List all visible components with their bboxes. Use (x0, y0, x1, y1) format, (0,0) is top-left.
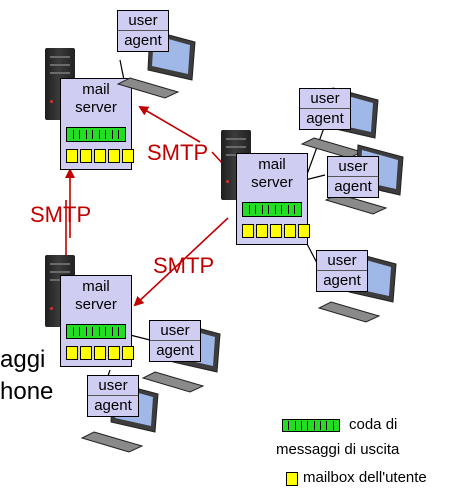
user-agent-line1: user (98, 377, 128, 394)
user-agent-line2: agent (328, 176, 378, 196)
side-text-fragment-2: hone (0, 378, 54, 405)
user-mailboxes (242, 224, 310, 238)
mail-server-1: mail server (60, 78, 134, 170)
user-agent: user agent (87, 375, 139, 417)
user-agent: user agent (149, 320, 201, 362)
user-agent: user agent (327, 156, 379, 198)
mail-server-label-line2: server (251, 174, 293, 191)
outgoing-queue (66, 324, 126, 339)
mail-server-label-line1: mail (82, 81, 110, 98)
smtp-arrow-2-to-3 (133, 217, 229, 307)
mail-server-3: mail server (60, 275, 134, 367)
legend-queue-text-line2: messaggi di uscita (276, 441, 400, 458)
user-agent-line1: user (128, 12, 158, 29)
smtp-label-top: SMTP (147, 140, 209, 165)
user-agent: user agent (299, 88, 351, 130)
user-agent: user agent (117, 10, 169, 52)
user-agent: user agent (316, 250, 368, 292)
mail-server-label-line1: mail (258, 156, 286, 173)
user-agent-line2: agent (118, 30, 168, 50)
side-text-fragment-1: aggi (0, 346, 46, 373)
smtp-label-middle: SMTP (153, 253, 215, 278)
user-agent-line2: agent (88, 395, 138, 415)
link-server2-ua2 (304, 174, 326, 181)
link-server3-ua1 (129, 334, 151, 341)
legend-mailbox-text: mailbox dell'utente (303, 469, 427, 486)
link-server2-ua1 (304, 124, 326, 181)
legend-mailbox-swatch (286, 472, 298, 486)
smtp-label-left: SMTP (30, 202, 92, 227)
user-agent-line1: user (310, 90, 340, 107)
user-agent-line2: agent (300, 108, 350, 128)
user-agent-line1: user (338, 158, 368, 175)
mail-server-label-line2: server (75, 296, 117, 313)
user-agent-line2: agent (317, 270, 367, 290)
user-agent-line1: user (160, 322, 190, 339)
user-agent-line2: agent (150, 340, 200, 360)
mail-server-label-line1: mail (82, 278, 110, 295)
outgoing-queue (66, 127, 126, 142)
outgoing-queue (242, 202, 302, 217)
user-mailboxes (66, 346, 134, 360)
user-agent-line1: user (327, 252, 357, 269)
legend-queue-swatch (282, 419, 340, 432)
user-mailboxes (66, 149, 134, 163)
mail-server-2: mail server (236, 153, 310, 245)
mail-server-label-line2: server (75, 99, 117, 116)
smtp-arrow-2-to-1 (138, 105, 201, 143)
legend-queue-text-line1: coda di (349, 416, 398, 433)
